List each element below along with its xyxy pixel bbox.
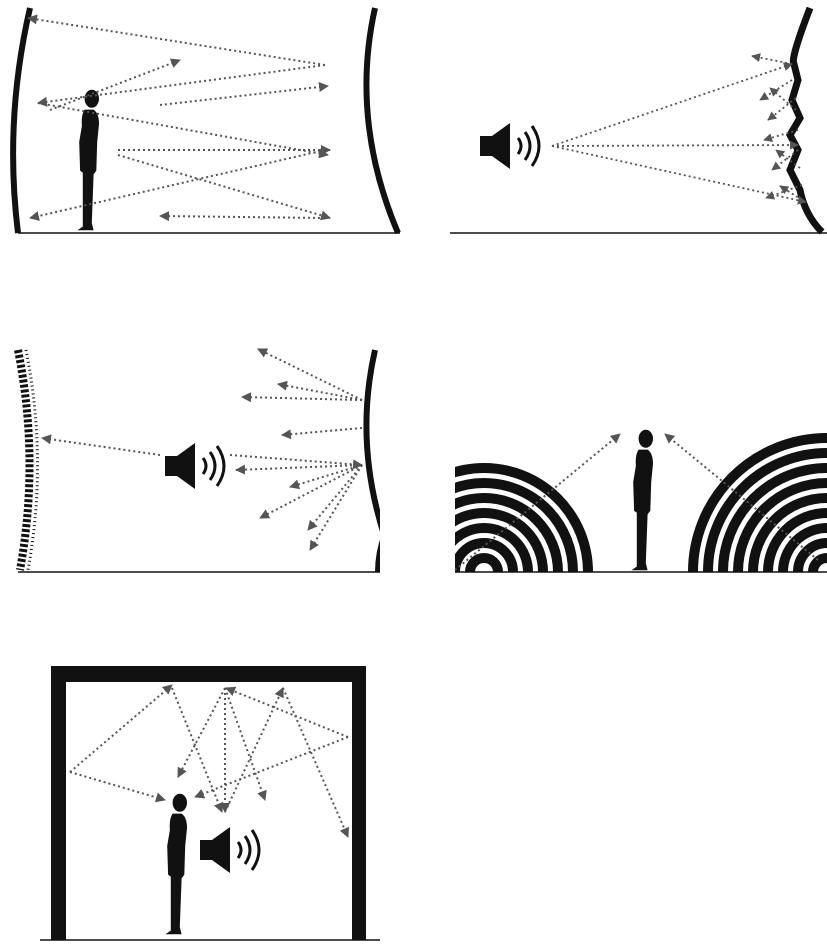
person-silhouette bbox=[77, 90, 99, 230]
panel-rough-surface-scattering bbox=[450, 8, 827, 233]
left-curved-wall bbox=[13, 8, 30, 233]
speaker-icon bbox=[165, 443, 224, 489]
reflection-arrows bbox=[28, 18, 330, 218]
person-silhouette bbox=[631, 430, 653, 570]
room-frame bbox=[51, 666, 366, 940]
panel-concentric-wave-domes bbox=[380, 395, 827, 575]
panel-enclosed-room-reflections bbox=[40, 666, 380, 940]
absorptive-textured-wall bbox=[18, 350, 30, 570]
speaker-icon bbox=[480, 123, 539, 169]
speaker-icon bbox=[200, 827, 259, 873]
scattered-arrows bbox=[552, 56, 806, 202]
rough-concave-wall bbox=[790, 8, 822, 232]
right-curved-wall bbox=[366, 8, 398, 233]
panel-absorptive-and-reflective-walls bbox=[18, 349, 400, 572]
person-silhouette bbox=[165, 794, 187, 934]
right-concentric-arcs bbox=[693, 438, 827, 572]
ceiling-reflection-arrows bbox=[70, 685, 348, 837]
reflected-arrows bbox=[42, 349, 362, 550]
panel-concave-wall-echo bbox=[13, 8, 400, 233]
